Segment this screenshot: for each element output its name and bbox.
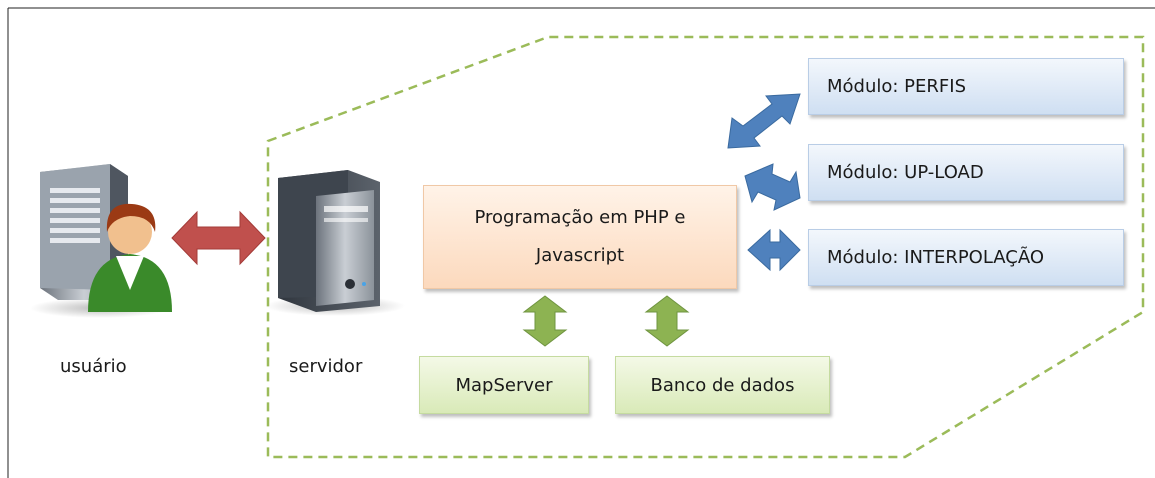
server-label: servidor: [289, 356, 363, 377]
mapserver-label: MapServer: [455, 374, 553, 396]
arrow-mapserver: [522, 295, 568, 347]
user-server-arrow: [171, 210, 266, 266]
db-arrows: [522, 295, 690, 347]
server-tower-icon: [265, 170, 405, 316]
mapserver-box: MapServer: [419, 356, 589, 414]
arrow-upload: [744, 163, 801, 211]
arrow-database: [644, 295, 690, 347]
module-interpolacao-box: Módulo: INTERPOLAÇÃO: [808, 229, 1124, 286]
user-label: usuário: [60, 356, 127, 377]
module-upload-box: Módulo: UP-LOAD: [808, 144, 1124, 201]
database-box: Banco de dados: [615, 356, 830, 414]
module-interpolacao-label: Módulo: INTERPOLAÇÃO: [827, 247, 1045, 268]
module-arrows: [727, 93, 801, 272]
php-js-line1: Programação em PHP e: [474, 207, 686, 228]
php-js-line2: Javascript: [535, 245, 625, 266]
arrow-interpolacao: [747, 228, 801, 272]
database-label: Banco de dados: [650, 374, 795, 396]
arrow-perfis: [727, 93, 801, 149]
module-perfis-label: Módulo: PERFIS: [827, 76, 966, 97]
module-perfis-box: Módulo: PERFIS: [808, 58, 1124, 115]
php-js-box: Programação em PHP e Javascript: [423, 185, 737, 289]
user-computer-icon: [30, 164, 172, 318]
module-upload-label: Módulo: UP-LOAD: [827, 162, 984, 183]
